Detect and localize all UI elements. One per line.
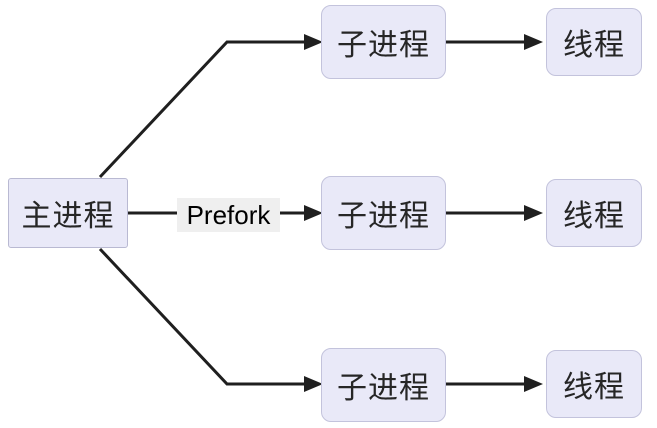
node-main-process: 主进程 [8, 178, 128, 248]
arrowhead [304, 376, 323, 392]
node-thread-middle: 线程 [546, 179, 642, 247]
arrowhead [524, 376, 543, 392]
edge-label-prefork: Prefork [177, 198, 280, 232]
arrowhead [304, 205, 323, 221]
arrowhead [304, 34, 323, 50]
arrow-child-to-thread-middle [446, 205, 543, 221]
node-child-process-top: 子进程 [321, 5, 446, 79]
arrow-child-to-thread-bottom [446, 376, 543, 392]
arrowhead [524, 34, 543, 50]
arrow-main-to-child-bottom [98, 247, 323, 392]
arrowhead [524, 205, 543, 221]
node-thread-top: 线程 [546, 8, 642, 76]
node-thread-bottom: 线程 [546, 350, 642, 418]
node-child-process-middle: 子进程 [321, 176, 446, 250]
arrow-child-to-thread-top [446, 34, 543, 50]
node-child-process-bottom: 子进程 [321, 348, 446, 422]
arrow-main-to-child-top [98, 34, 323, 179]
